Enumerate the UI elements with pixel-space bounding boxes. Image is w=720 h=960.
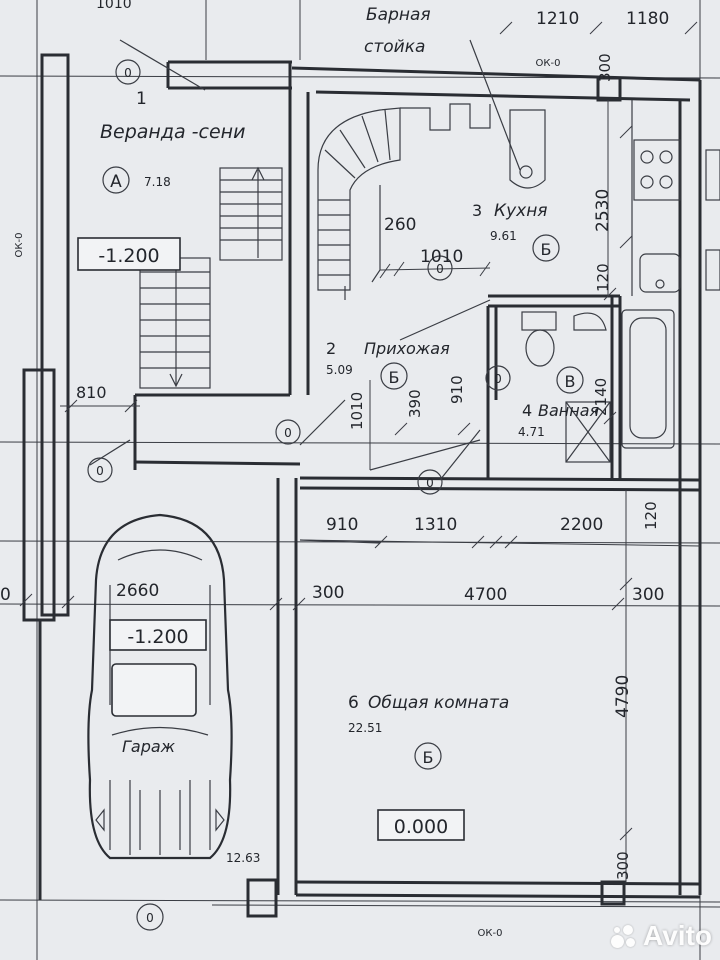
dimension-ticks bbox=[19, 21, 701, 882]
level-garage: -1.200 bbox=[127, 626, 188, 648]
room-number: 3 bbox=[472, 201, 482, 220]
room-area: 4.71 bbox=[518, 425, 545, 439]
category-marker: Б bbox=[380, 362, 408, 390]
dimension: 1010 bbox=[348, 392, 366, 430]
bar-counter-label: Барная bbox=[366, 5, 431, 25]
dimension: 910 bbox=[326, 515, 358, 535]
avito-watermark-text: Avito bbox=[643, 920, 712, 951]
axis-label-ok0: ОК-0 bbox=[536, 58, 561, 69]
room-number: 6 bbox=[348, 693, 359, 713]
dimension: 2200 bbox=[560, 515, 603, 535]
dimension: 300 bbox=[596, 53, 614, 82]
walls bbox=[22, 53, 702, 918]
svg-text:0: 0 bbox=[284, 426, 292, 440]
dimension: 1310 bbox=[414, 515, 457, 535]
dimension: 2660 bbox=[116, 581, 159, 601]
axis-marker: 0 bbox=[87, 457, 113, 483]
axis-markers: 0 0 0 0 0 0 0 ОК-0 ОК-0 ОК-0 bbox=[14, 58, 560, 939]
dimension: 260 bbox=[384, 215, 416, 235]
room-number: 4 bbox=[522, 401, 532, 420]
room-area: 5.09 bbox=[326, 363, 353, 377]
dimension: 4700 bbox=[464, 585, 507, 605]
avito-watermark: Avito bbox=[609, 920, 712, 952]
category-marker: Б bbox=[532, 234, 560, 262]
svg-text:0: 0 bbox=[146, 911, 154, 925]
dimension: 4790 bbox=[613, 675, 633, 718]
avito-logo-icon bbox=[609, 921, 639, 951]
category-marker: А bbox=[102, 166, 130, 194]
svg-text:Б: Б bbox=[423, 748, 434, 767]
dimension: 2530 bbox=[593, 189, 613, 232]
dimension: 0 bbox=[0, 585, 11, 605]
axis-marker: 0 bbox=[427, 255, 453, 281]
svg-text:Б: Б bbox=[541, 240, 552, 259]
room-area: 12.63 bbox=[226, 851, 260, 865]
axis-marker: 0 bbox=[115, 59, 141, 85]
dimension: 120 bbox=[594, 263, 612, 292]
dimension: 1010 bbox=[96, 0, 132, 12]
room-name: Веранда -сени bbox=[100, 121, 245, 143]
axis-label-ok0: ОК-0 bbox=[478, 928, 503, 939]
svg-text:А: А bbox=[110, 172, 122, 192]
room-name: Общая комната bbox=[368, 693, 509, 713]
dimension: 810 bbox=[76, 383, 107, 402]
dimension-values: 1210 1180 1010 300 2530 120 260 1010 214… bbox=[0, 0, 669, 880]
room-name: Прихожая bbox=[364, 339, 450, 358]
dimension: 1180 bbox=[626, 9, 669, 29]
svg-text:0: 0 bbox=[96, 464, 104, 478]
svg-text:Б: Б bbox=[389, 368, 400, 387]
axis-marker: 0 bbox=[417, 469, 443, 495]
room-name: Ванная bbox=[538, 401, 600, 420]
axis-label-ok0: ОК-0 bbox=[14, 233, 25, 258]
svg-text:0: 0 bbox=[494, 372, 502, 386]
dimension: 120 bbox=[642, 501, 660, 530]
category-marker: Б bbox=[414, 742, 442, 770]
svg-text:0: 0 bbox=[426, 476, 434, 490]
room-area: 9.61 bbox=[490, 229, 517, 243]
dimension: 300 bbox=[632, 585, 664, 605]
room-name: Гараж bbox=[122, 737, 176, 756]
dimension: 300 bbox=[312, 583, 344, 603]
fixtures bbox=[469, 39, 720, 463]
bar-counter-label: стойка bbox=[364, 37, 425, 57]
dimension: 390 bbox=[406, 389, 424, 418]
level-marks: -1.200 -1.200 0.000 bbox=[77, 237, 465, 841]
dimension: 1010 bbox=[420, 247, 463, 267]
room-area: 7.18 bbox=[144, 175, 171, 189]
svg-text:0: 0 bbox=[124, 66, 132, 80]
door-swings bbox=[89, 39, 491, 544]
dimension: 300 bbox=[614, 851, 632, 880]
svg-text:В: В bbox=[565, 372, 576, 391]
room-name: Кухня bbox=[494, 201, 548, 221]
dimension: 2140 bbox=[592, 378, 610, 416]
axis-marker: 0 bbox=[485, 365, 511, 391]
room-labels: 1 Веранда -сени А 7.18 2 Прихожая 5.09 Б… bbox=[100, 5, 600, 865]
category-marker: В bbox=[556, 366, 584, 394]
room-number: 2 bbox=[326, 339, 336, 358]
axis-marker: 0 bbox=[275, 419, 301, 445]
svg-text:0: 0 bbox=[436, 262, 444, 276]
level-living: 0.000 bbox=[394, 816, 448, 838]
axis-marker: 0 bbox=[136, 903, 164, 931]
room-number: 1 bbox=[136, 89, 147, 109]
dimension: 1210 bbox=[536, 9, 579, 29]
room-area: 22.51 bbox=[348, 721, 382, 735]
dimension: 910 bbox=[448, 375, 466, 404]
level-veranda: -1.200 bbox=[98, 245, 159, 267]
